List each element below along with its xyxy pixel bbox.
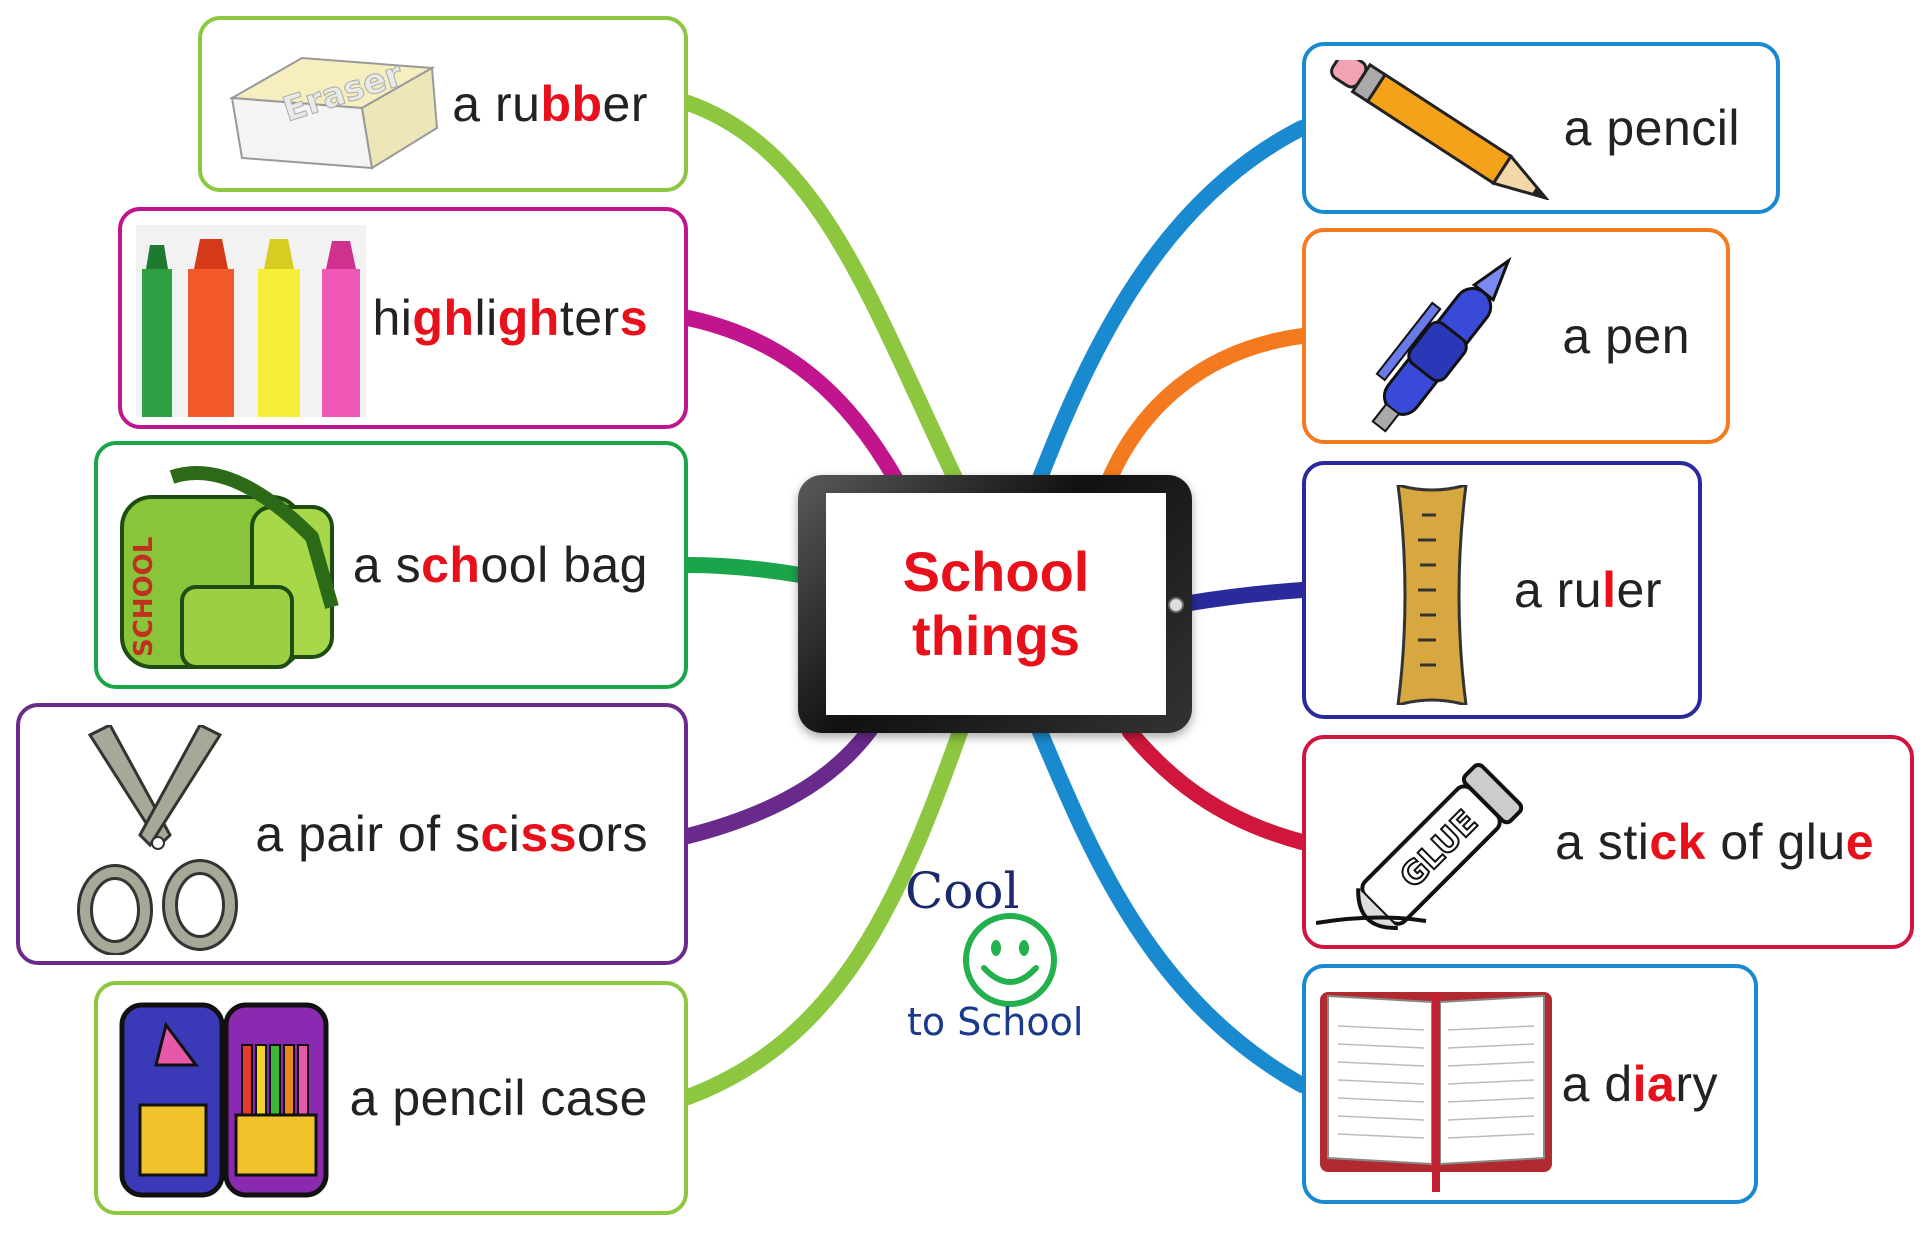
label-rubber: a rubber [452,75,648,133]
ruler-icon [1396,485,1468,705]
label-segment: gh [412,290,475,346]
cool-to-school-logo: Cool to School [905,860,1105,1050]
connector-diary [1032,724,1310,1093]
label-segment: a s [352,537,422,593]
label-segment: ss [520,806,578,862]
label-segment: of glu [1705,814,1846,870]
card-ruler: a ruler [1302,461,1702,719]
label-segment: l [1602,562,1617,618]
highlighters-icon [136,225,366,417]
label-segment: er [602,76,648,132]
label-segment: gh [497,290,560,346]
label-segment: ck [1649,814,1706,870]
scissors-icon [77,725,238,955]
label-segment: a sti [1555,814,1650,870]
label-segment: a pencil case [349,1070,648,1126]
label-segment: a pair of s [255,806,481,862]
smiley-icon [963,913,1057,1007]
label-segment: ry [1675,1056,1718,1112]
pencil-icon [1330,60,1551,200]
label-segment: e [1845,814,1874,870]
connector-rubber [680,95,963,486]
card-highlighters: highlighters [118,207,688,429]
label-ruler: a ruler [1514,561,1662,619]
connector-school-bag [680,557,808,583]
svg-text:SCHOOL: SCHOOL [129,537,159,657]
label-diary: a diary [1562,1055,1718,1113]
card-pencil: a pencil [1302,42,1780,214]
label-segment: a ru [1513,562,1603,618]
label-segment: s [619,290,648,346]
tablet-button-icon [1168,597,1184,613]
connector-scissors [680,722,878,844]
diary-icon [1320,992,1552,1192]
label-highlighters: highlighters [373,289,649,347]
center-title-line-2: things [912,604,1080,667]
label-segment: bb [540,76,603,132]
card-rubber: Eraser a rubber [198,16,688,192]
label-segment: hi [372,290,413,346]
pen-icon [1371,256,1512,433]
card-pen: a pen [1302,228,1730,444]
label-segment: a pen [1562,308,1690,364]
card-scissors: a pair of scissors [16,703,688,965]
label-segment: ors [577,806,648,862]
label-segment: i [508,806,521,862]
center-node-tablet: School things [798,475,1192,733]
label-segment: c [480,806,509,862]
label-segment: ool bag [480,537,648,593]
label-segment: a d [1561,1056,1633,1112]
label-segment: ia [1632,1056,1676,1112]
connector-pen [1102,328,1310,486]
glue-stick-icon: GLUE [1316,763,1524,930]
eraser-icon: Eraser [228,54,439,170]
label-segment: li [474,290,498,346]
connector-pencil [1032,120,1310,486]
label-school-bag: a school bag [353,536,648,594]
label-pen: a pen [1562,307,1690,365]
school-bag-icon: SCHOOL [120,466,339,669]
card-pencil-case: a pencil case [94,981,688,1215]
logo-top-text: Cool [905,862,1020,920]
label-segment: ch [421,537,481,593]
connector-glue [1122,724,1310,850]
connector-pencil-case [680,724,968,1105]
pencil-case-icon [119,1002,329,1198]
card-diary: a diary [1302,964,1758,1204]
label-segment: er [1616,562,1662,618]
label-pencil: a pencil [1564,99,1740,157]
label-scissors: a pair of scissors [255,805,648,863]
card-school-bag: SCHOOL a school bag [94,441,688,689]
logo-bottom-text: to School [907,1000,1084,1044]
center-title-line-1: School [902,540,1090,603]
card-glue: GLUE a stick of glue [1302,735,1914,949]
label-segment: a pencil [1563,100,1740,156]
connector-ruler [1182,582,1310,611]
label-glue: a stick of glue [1555,813,1874,871]
label-segment: ter [559,290,620,346]
connector-highlighters [680,310,903,486]
label-pencil-case: a pencil case [350,1069,648,1127]
label-segment: a ru [452,76,541,132]
center-node-screen: School things [826,493,1166,715]
